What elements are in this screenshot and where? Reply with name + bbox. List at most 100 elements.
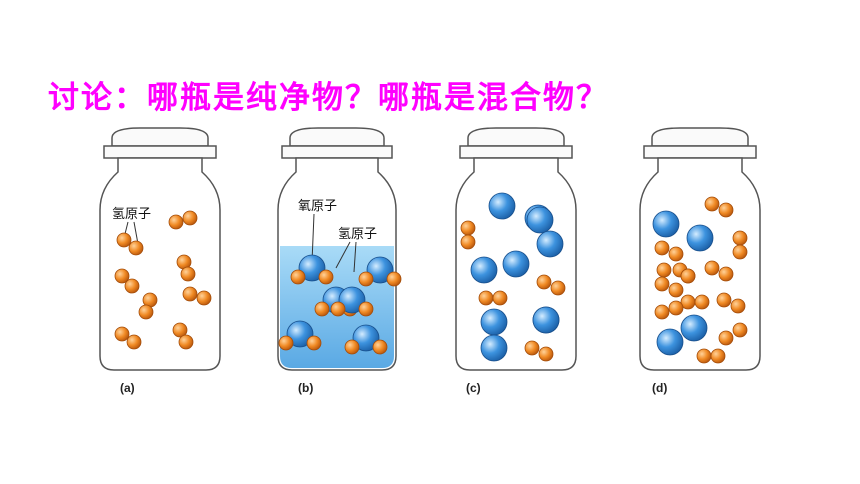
hydrogen-atom	[716, 292, 732, 308]
jar-a: 氢原子 (a)	[99, 127, 221, 395]
hydrogen-atom	[330, 301, 346, 317]
jar-b-label-oxygen: 氧原子	[298, 199, 337, 214]
hydrogen-atom	[730, 298, 746, 314]
oxygen-atom	[680, 314, 708, 342]
hydrogen-atom	[718, 266, 734, 282]
oxygen-atom	[526, 206, 554, 234]
hydrogen-atom	[732, 322, 748, 338]
hydrogen-atom	[732, 230, 748, 246]
hydrogen-atom	[460, 234, 476, 250]
hydrogen-atom	[694, 294, 710, 310]
jar-b-pointer-hydrogen	[335, 241, 351, 269]
hydrogen-atom	[550, 280, 566, 296]
hydrogen-atom	[538, 346, 554, 362]
hydrogen-atom	[654, 240, 670, 256]
hydrogen-atom	[182, 210, 198, 226]
jar-c-caption: (c)	[466, 381, 481, 395]
hydrogen-atom	[668, 282, 684, 298]
hydrogen-atom	[128, 240, 144, 256]
hydrogen-atom	[536, 274, 552, 290]
oxygen-atom	[532, 306, 560, 334]
hydrogen-atom	[680, 268, 696, 284]
hydrogen-atom	[138, 304, 154, 320]
jar-c-stopper	[467, 127, 565, 147]
jar-b-neck	[281, 145, 393, 159]
hydrogen-atom	[278, 335, 294, 351]
oxygen-atom	[286, 320, 314, 348]
oxygen-atom	[366, 256, 394, 284]
hydrogen-atom	[372, 339, 388, 355]
hydrogen-atom	[386, 271, 402, 287]
oxygen-atom	[298, 254, 326, 282]
hydrogen-atom	[306, 335, 322, 351]
oxygen-atom	[502, 250, 530, 278]
jar-b-stopper	[289, 127, 385, 147]
jar-b: 氧原子 氢原子 (b)	[277, 127, 402, 395]
hydrogen-atom	[126, 334, 142, 350]
hydrogen-atom	[718, 202, 734, 218]
oxygen-atom	[686, 224, 714, 252]
hydrogen-atom	[358, 301, 374, 317]
jar-a-caption: (a)	[120, 381, 135, 395]
hydrogen-atom	[460, 220, 476, 236]
jar-d-stopper	[651, 127, 749, 147]
hydrogen-atom	[116, 232, 132, 248]
hydrogen-atom	[114, 326, 130, 342]
jar-b-pointer-oxygen	[311, 213, 315, 263]
hydrogen-atom	[318, 269, 334, 285]
oxygen-atom	[470, 256, 498, 284]
jar-d-molecules	[652, 196, 748, 364]
hydrogen-atom	[290, 269, 306, 285]
oxygen-atom	[656, 328, 684, 356]
hydrogen-atom	[696, 348, 712, 364]
hydrogen-atom	[182, 286, 198, 302]
hydrogen-atom	[344, 339, 360, 355]
hydrogen-atom	[718, 330, 734, 346]
hydrogen-atom	[168, 214, 184, 230]
jar-a-stopper	[111, 127, 209, 147]
hydrogen-atom	[710, 348, 726, 364]
jar-a-pointer-2	[133, 221, 139, 245]
hydrogen-atom	[114, 268, 130, 284]
hydrogen-atom	[478, 290, 494, 306]
hydrogen-atom	[668, 246, 684, 262]
hydrogen-atom	[358, 271, 374, 287]
discussion-title: 讨论：哪瓶是纯净物？哪瓶是混合物？	[48, 80, 609, 116]
jar-c-neck	[459, 145, 573, 159]
hydrogen-atom	[524, 340, 540, 356]
hydrogen-atom	[180, 266, 196, 282]
oxygen-atom	[480, 334, 508, 362]
jar-a-neck	[103, 145, 217, 159]
hydrogen-atom	[704, 196, 720, 212]
oxygen-atom	[352, 324, 380, 352]
hydrogen-atom	[732, 244, 748, 260]
hydrogen-atom	[654, 276, 670, 292]
jar-d: (d)	[639, 127, 761, 395]
hydrogen-atom	[654, 304, 670, 320]
hydrogen-atom	[656, 262, 672, 278]
jar-b-label-hydrogen: 氢原子	[338, 227, 377, 242]
jar-a-label-hydrogen: 氢原子	[112, 207, 151, 222]
oxygen-atom	[480, 308, 508, 336]
jar-c: (c)	[455, 127, 577, 395]
oxygen-atom	[536, 230, 564, 258]
oxygen-atom	[488, 192, 516, 220]
jar-b-molecules	[278, 254, 402, 355]
oxygen-atom	[338, 286, 366, 314]
jar-d-neck	[643, 145, 757, 159]
hydrogen-atom	[314, 301, 330, 317]
jar-b-caption: (b)	[298, 381, 313, 395]
jar-b-pointer-hydrogen-2	[353, 241, 357, 273]
hydrogen-atom	[668, 300, 684, 316]
jar-d-caption: (d)	[652, 381, 667, 395]
jar-a-molecules	[114, 210, 212, 350]
hydrogen-atom	[124, 278, 140, 294]
hydrogen-atom	[704, 260, 720, 276]
jar-c-molecules	[460, 192, 566, 362]
hydrogen-atom	[196, 290, 212, 306]
hydrogen-atom	[178, 334, 194, 350]
hydrogen-atom	[172, 322, 188, 338]
hydrogen-atom	[492, 290, 508, 306]
oxygen-atom	[652, 210, 680, 238]
